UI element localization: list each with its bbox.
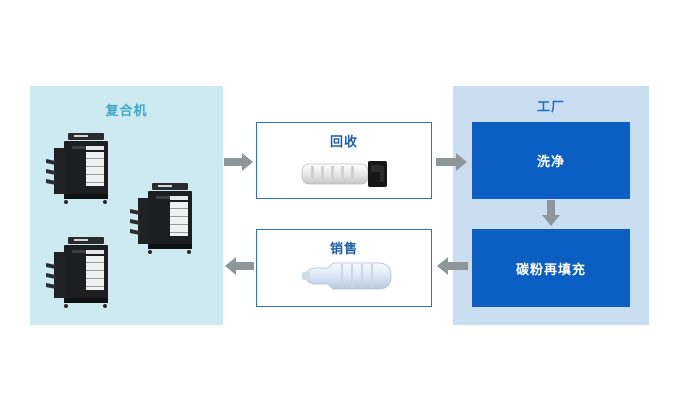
- arrow-right-icon: [224, 153, 253, 171]
- recycle-label: 回收: [329, 135, 358, 150]
- refill-box: 碳粉再填充: [472, 229, 630, 307]
- bottle-icon: [302, 262, 392, 290]
- sales-box: 销售: [256, 229, 432, 307]
- wash-box: 洗净: [472, 122, 630, 199]
- wash-label: 洗净: [536, 155, 565, 170]
- printer-icon: [46, 133, 108, 204]
- mfp-panel-title: 复合机: [105, 104, 148, 119]
- arrow-left-icon: [437, 257, 468, 275]
- recycle-box: 回收: [256, 122, 432, 199]
- printer-icon: [130, 183, 192, 254]
- printer-icon: [46, 237, 108, 308]
- arrow-down-icon: [542, 200, 560, 226]
- arrow-left-icon: [225, 257, 254, 275]
- factory-panel-title: 工厂: [536, 100, 565, 115]
- refill-label: 碳粉再填充: [515, 262, 586, 278]
- cartridge-icon: [301, 161, 387, 187]
- arrow-right-icon: [436, 153, 467, 171]
- sales-label: 销售: [329, 242, 358, 257]
